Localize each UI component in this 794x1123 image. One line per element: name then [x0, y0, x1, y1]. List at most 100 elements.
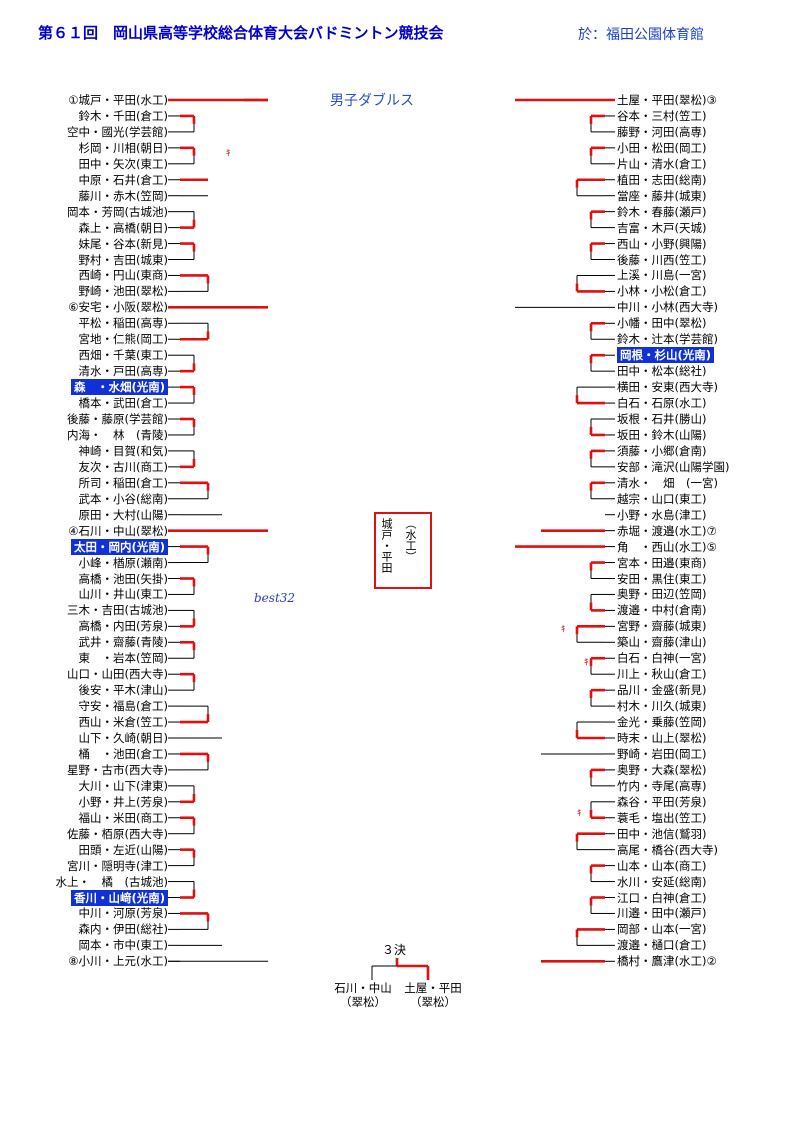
right-entry: 須藤・小郷(倉南) [617, 443, 707, 458]
right-entry: 田中・池信(鷲羽) [617, 826, 707, 841]
third-place-right-school: （翠松） [410, 995, 456, 1009]
left-entry: 山川・井山(東工) [78, 587, 168, 602]
left-entry: 宮地・仁熊(岡工) [78, 332, 168, 347]
left-entry: 小峰・楢原(瀬南) [78, 555, 168, 570]
withdrawal-mark: ｷ [584, 658, 589, 668]
right-entry: 森谷・平田(芳泉) [617, 794, 707, 809]
left-entry: 空中・國光(学芸館) [67, 124, 168, 139]
right-entry: 土屋・平田(翠松)③ [617, 93, 717, 107]
left-entry: 福山・米田(商工) [78, 810, 168, 825]
left-entry: 小野・井上(芳泉) [78, 794, 168, 809]
third-place-title: ３決 [382, 943, 407, 957]
left-entry: 神崎・目賀(和気) [78, 443, 168, 458]
left-entry: 山口・山田(西大寺) [67, 667, 168, 682]
right-entry: 谷本・三村(笠工) [617, 108, 707, 123]
left-entry: ⑥安宅・小阪(翠松) [68, 300, 168, 315]
left-entry: 後藤・藤原(学芸館) [67, 412, 168, 426]
left-entry: 森 ・水畑(光南) [70, 379, 168, 396]
right-entry: 白石・白神(一宮) [617, 651, 707, 666]
right-entry: 西山・小野(興陽) [617, 236, 707, 251]
left-entry: 佐藤・栢原(西大寺) [67, 826, 168, 841]
left-entry: 岡本・市中(東工) [78, 938, 168, 953]
left-entry: 星野・古市(西大寺) [67, 762, 168, 777]
right-entry: 小幡・田中(翠松) [617, 316, 707, 331]
right-entry: 坂田・鈴木(山陽) [617, 427, 707, 442]
champion-school: （水工） [404, 518, 417, 562]
right-entry: 鈴木・春藤(瀬戸) [617, 204, 707, 219]
right-entry: 小林・小松(倉工) [617, 284, 707, 299]
left-entry: 鈴木・千田(倉工) [78, 108, 168, 123]
right-entry: 川上・秋山(倉工) [617, 667, 707, 682]
right-entry: 宮野・齋藤(城東) [617, 619, 707, 634]
left-entry: 水上・ 橘 (古城池) [55, 874, 168, 889]
left-entry: 友次・古川(商工) [78, 459, 168, 474]
right-entry: 安田・黒住(東工) [617, 571, 707, 586]
left-entry: ⑧小川・上元(水工) [68, 954, 168, 969]
right-entry: 後藤・川西(笠工) [617, 252, 707, 267]
right-entry: 村木・川久(城東) [617, 699, 707, 714]
left-entry: 香川・山﨑(光南) [70, 889, 168, 906]
left-entry: 田頭・左近(山陽) [78, 842, 168, 857]
left-entry: 中原・石井(倉工) [78, 172, 168, 187]
right-entry: 水川・安延(総南) [617, 874, 707, 889]
left-entry: 西崎・円山(東商) [78, 268, 168, 283]
right-entry: 山本・山本(商工) [617, 858, 707, 873]
right-entry: 藤野・河田(高専) [617, 124, 707, 139]
left-entry: 岡本・芳岡(古城池) [67, 204, 168, 219]
left-entry: 森内・伊田(総社) [78, 922, 168, 937]
right-entry: 橋村・鷹津(水工)② [617, 954, 717, 969]
third-place-left: 石川・中山 （翠松） [330, 981, 396, 1009]
third-place-right-name: 土屋・平田 [404, 981, 462, 995]
right-entry: 横田・安東(西大寺) [617, 380, 718, 395]
left-entry: 所司・稲田(倉工) [78, 475, 168, 490]
left-entry: ④石川・中山(翠松) [68, 523, 168, 538]
right-entry: 江口・白神(倉工) [617, 890, 707, 905]
right-entry: 片山・清水(倉工) [617, 156, 707, 171]
right-entry: 宮本・田邉(東商) [617, 555, 707, 570]
right-entry: 高尾・橋谷(西大寺) [617, 842, 718, 857]
withdrawal-mark: ｷ [226, 149, 231, 159]
third-place-left-school: （翠松） [340, 995, 386, 1009]
venue-label: 於：福田公園体育館 [578, 27, 704, 43]
right-entry: 野崎・岩田(岡工) [617, 746, 707, 761]
right-entry: 角 ・西山(水工)⑤ [617, 539, 717, 554]
page-title: 第６１回 岡山県高等学校総合体育大会バドミントン競技会 [38, 24, 444, 42]
event-title: 男子ダブルス [330, 93, 414, 109]
right-entry: 赤堀・渡邉(水工)⑦ [617, 523, 717, 538]
right-entry: 鈴木・辻本(学芸館) [617, 332, 718, 347]
withdrawal-mark: ｷ [577, 809, 582, 819]
left-entry: 西山・米倉(笠工) [78, 715, 168, 730]
champion-box: 城戸・平田 （水工） [374, 512, 432, 589]
left-entry: 西畑・千葉(東工) [78, 348, 168, 363]
left-entry: 桶 ・池田(倉工) [78, 746, 168, 761]
right-entry: 品川・金盛(新見) [617, 683, 707, 698]
right-entry: 田中・松本(総社) [617, 364, 707, 379]
left-entry: 高橋・池田(矢掛) [78, 571, 168, 586]
left-entry: 大川・山下(津東) [78, 778, 168, 793]
right-entry: 小野・水島(津工) [617, 507, 707, 522]
right-entry: 築山・齋藤(津山) [617, 635, 707, 650]
left-entry: 内海・ 林 (青陵) [67, 427, 168, 442]
third-place-right: 土屋・平田 （翠松） [400, 981, 466, 1009]
left-entry: 後安・平木(津山) [78, 683, 168, 698]
left-entry: ①城戸・平田(水工) [68, 93, 168, 107]
left-entry: 藤川・赤木(笠岡) [78, 188, 168, 203]
withdrawal-mark: ｷ [561, 625, 566, 635]
right-entry: 金光・乗藤(笠岡) [617, 715, 707, 730]
left-entry: 野村・吉田(城東) [78, 252, 168, 267]
left-entry: 武井・齋藤(青陵) [78, 635, 168, 650]
left-entry: 太田・岡内(光南) [70, 538, 168, 555]
right-entry: 吉富・木戸(天城) [617, 220, 707, 235]
right-entry: 時末・山上(翠松) [617, 731, 707, 745]
right-entry: 岡部・山本(一宮) [617, 922, 707, 937]
left-entry: 妹尾・谷本(新見) [78, 236, 168, 251]
right-entry: 清水・ 畑 (一宮) [617, 475, 718, 490]
right-entry: 植田・志田(総南) [617, 172, 707, 187]
left-entry: 山下・久崎(朝日) [78, 731, 168, 745]
left-entry: 東 ・岩本(笠岡) [78, 651, 168, 666]
right-entry: 當座・藤井(城東) [617, 188, 707, 203]
left-entry: 守安・福島(倉工) [78, 699, 168, 714]
right-entry: 奥野・大森(翠松) [617, 762, 707, 777]
left-entry: 武本・小谷(総南) [78, 491, 168, 506]
